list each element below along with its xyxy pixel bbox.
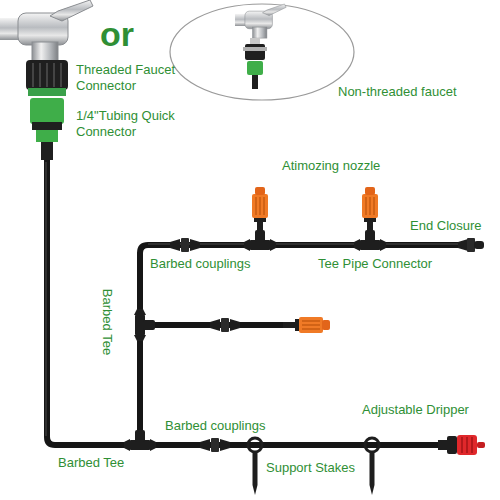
part-label: Atimozing nozzle <box>282 158 380 174</box>
part-label: End Closure <box>410 218 482 234</box>
inset-outline <box>170 4 354 100</box>
barbed-coupling <box>200 438 230 452</box>
barbed-tee <box>124 430 156 451</box>
misting-nozzle <box>362 187 378 234</box>
non-threaded-faucet <box>235 4 286 38</box>
part-label: Barbed Tee <box>58 455 124 471</box>
part-label: Barbed couplings <box>150 256 250 272</box>
part-label: Non-threaded faucet <box>338 84 457 100</box>
misting-nozzle <box>252 187 268 234</box>
or-label: or <box>100 14 134 54</box>
part-label: Support Stakes <box>266 460 355 476</box>
part-label: Barbed couplings <box>165 418 265 434</box>
quick-connector <box>30 98 64 160</box>
part-label: Tee Pipe Connector <box>318 256 432 272</box>
misting-nozzle <box>283 317 330 333</box>
end-closure <box>458 238 484 252</box>
part-label: Barbed Tee <box>99 277 115 367</box>
adjustable-dripper <box>438 435 485 455</box>
support-stake <box>248 438 262 495</box>
barbed-tee <box>134 309 155 341</box>
threaded-faucet <box>0 0 93 62</box>
tubing-highlight <box>46 162 460 436</box>
threaded-connector <box>26 60 68 96</box>
part-label: 1/4"Tubing Quick Connector <box>76 108 176 140</box>
inset-adapter <box>243 38 267 89</box>
barbed-coupling <box>170 238 200 252</box>
part-label: Adjustable Dripper <box>362 402 469 418</box>
part-label: Threaded Faucet Connector <box>76 62 181 94</box>
support-stake <box>365 438 379 495</box>
barbed-coupling <box>210 318 240 332</box>
